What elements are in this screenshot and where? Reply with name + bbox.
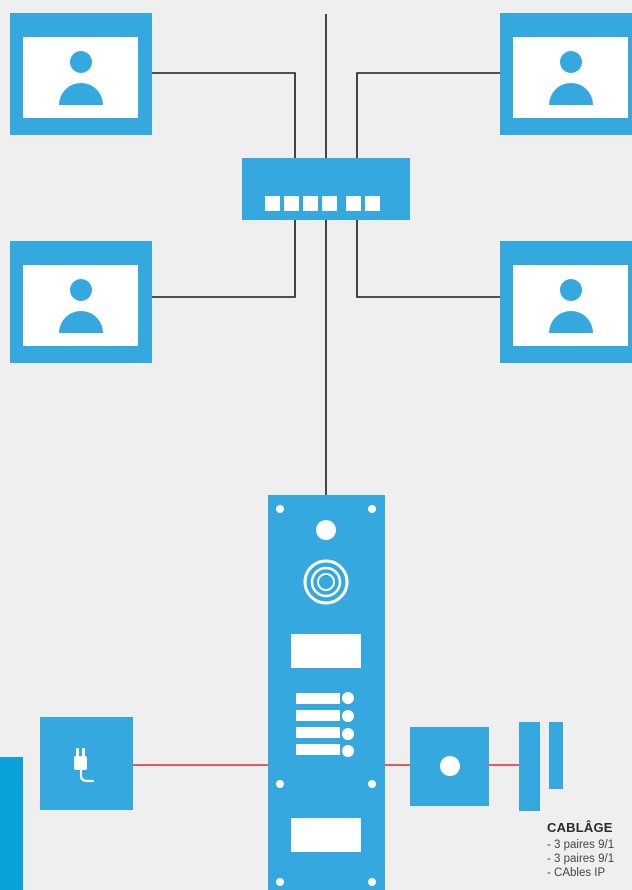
electric-strike-icon (519, 722, 563, 811)
call-buttons (296, 692, 354, 757)
door-entry-panel (268, 495, 385, 890)
user-avatar-icon (549, 51, 593, 105)
panel-led (316, 520, 336, 540)
power-plug-icon (74, 748, 95, 783)
wire-monitor-bottom-left (152, 220, 296, 298)
user-avatar-icon (59, 51, 103, 105)
camera-lens-icon (303, 559, 349, 605)
network-switch (242, 158, 410, 220)
power-supply (40, 717, 133, 810)
cabling-line-3: - CAbles IP (547, 867, 606, 879)
side-tab (0, 757, 23, 890)
panel-name-plate (291, 818, 361, 852)
wire-monitor-bottom-right (356, 220, 500, 298)
cabling-legend: CABLÂGE - 3 paires 9/1 - 3 paires 9/1 - … (547, 820, 614, 880)
wire-monitor-top-left (152, 72, 296, 158)
monitor-bottom-left (10, 241, 152, 363)
cabling-title: CABLÂGE (547, 820, 613, 835)
user-avatar-icon (549, 279, 593, 333)
network-wiring (152, 14, 500, 495)
monitor-bottom-right (500, 241, 632, 363)
panel-display (291, 634, 361, 668)
switch-ports (265, 196, 380, 211)
user-avatar-icon (59, 279, 103, 333)
monitor-screen (513, 37, 628, 118)
push-button-icon (440, 756, 460, 776)
monitor-screen (23, 265, 138, 346)
monitor-top-right (500, 13, 632, 135)
monitor-screen (513, 265, 628, 346)
monitor-top-left (10, 13, 152, 135)
wire-monitor-top-right (356, 72, 500, 158)
cabling-line-1: - 3 paires 9/1 (547, 839, 615, 851)
monitor-screen (23, 37, 138, 118)
panel-screws (276, 505, 376, 886)
exit-push-button (410, 727, 489, 806)
cabling-line-2: - 3 paires 9/1 (547, 853, 615, 865)
